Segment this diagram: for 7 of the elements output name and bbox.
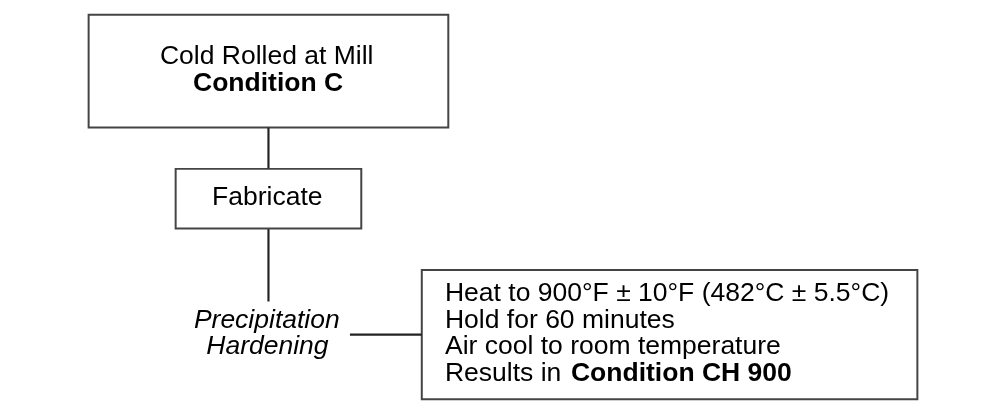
node-text: Precipitation Hardening (193, 303, 340, 361)
connector (266, 127, 270, 169)
connector (266, 229, 270, 302)
node-box: Fabricate (174, 167, 362, 230)
node-box: Heat to 900°F ± 10°F (482°C ± 5.5°C) Hold for 60 minutes Air cool to room temperature Results in Condition CH 900 (420, 269, 918, 401)
connector (349, 333, 422, 336)
node-box: Cold Rolled at Mill Condition C (87, 13, 449, 129)
